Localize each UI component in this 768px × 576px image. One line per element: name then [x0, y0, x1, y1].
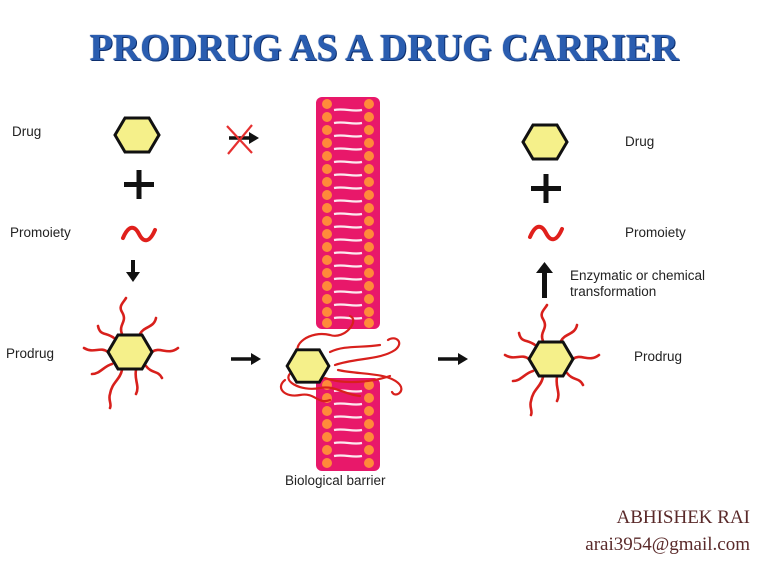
prodrug-label-right: Prodrug — [634, 349, 683, 364]
drug-hexagon-icon — [521, 123, 569, 161]
author-name: ABHISHEK RAI — [616, 507, 750, 528]
down-arrow-icon — [126, 260, 140, 282]
plus-icon — [124, 170, 154, 199]
up-arrow-icon — [536, 262, 553, 298]
slide-title: PRODRUG AS A DRUG CARRIER — [89, 27, 679, 69]
transformation-line-1: Enzymatic or chemical — [570, 268, 706, 283]
drug-hexagon-icon — [113, 116, 161, 154]
right-arrow-icon — [229, 351, 263, 367]
right-arrow-icon — [436, 351, 470, 367]
plus-icon — [531, 174, 561, 203]
transformation-label: Enzymatic or chemical transformation — [570, 268, 705, 300]
prodrug-label-left: Prodrug — [6, 346, 55, 361]
prodrug-crossing-barrier-icon — [279, 314, 403, 403]
barrier-label: Biological barrier — [285, 473, 386, 488]
transformation-line-2: transformation — [570, 284, 657, 299]
promoiety-wave-icon — [121, 225, 157, 243]
blocked-arrow-icon — [226, 124, 261, 155]
promoiety-label-left: Promoiety — [10, 225, 71, 240]
prodrug-icon — [84, 298, 178, 408]
prodrug-icon — [505, 305, 599, 415]
promoiety-label-right: Promoiety — [625, 225, 686, 240]
author-email: arai3954@gmail.com — [585, 534, 750, 555]
drug-label-right: Drug — [625, 134, 655, 149]
drug-label-left: Drug — [12, 124, 42, 139]
biological-barrier-membrane — [316, 97, 380, 471]
promoiety-wave-icon — [528, 224, 564, 242]
